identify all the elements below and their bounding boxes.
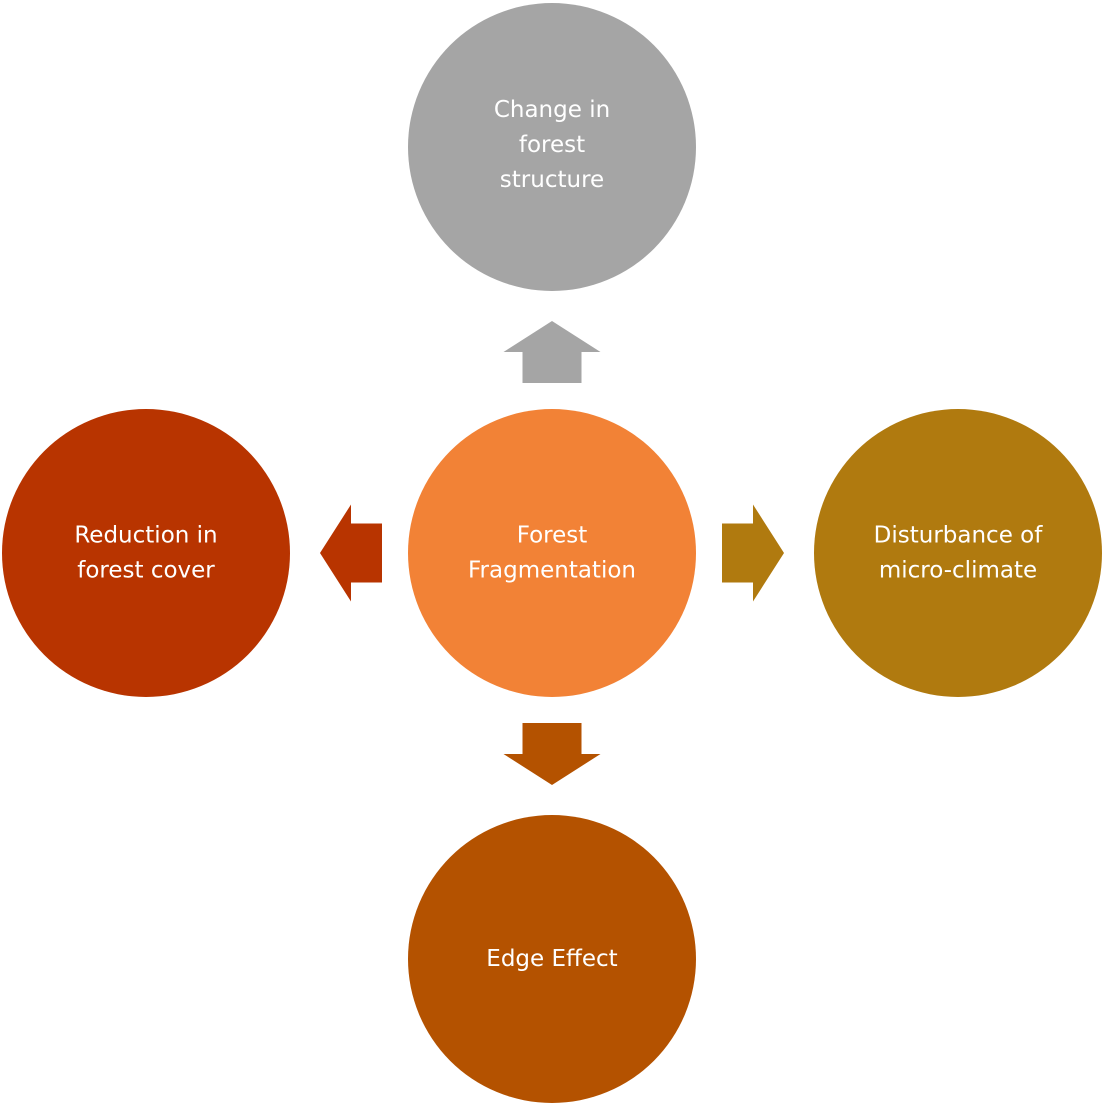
disturbance-of-micro-climate-node: Disturbance of micro-climate [814,409,1102,697]
arrow-down-icon [503,723,601,785]
arrow-right-icon [722,504,784,602]
edge-effect-circle [408,815,696,1103]
forest-fragmentation-circle [408,409,696,697]
arrow-up-icon [503,321,601,383]
edge-effect-label-line: Edge Effect [486,946,617,972]
change-in-forest-structure-label-line: Change in [494,97,610,123]
disturbance-of-micro-climate-label-line: micro-climate [879,558,1037,584]
change-in-forest-structure-label-line: forest [519,132,585,158]
change-in-forest-structure-circle [408,3,696,291]
disturbance-of-micro-climate-label-line: Disturbance of [874,523,1044,549]
change-in-forest-structure-node: Change in forest structure [408,3,696,291]
change-in-forest-structure-label-line: structure [500,167,604,193]
edge-effect-node: Edge Effect [408,815,696,1103]
forest-fragmentation-label-line: Forest [517,523,588,549]
reduction-in-forest-cover-node: Reduction in forest cover [2,409,290,697]
reduction-in-forest-cover-label-line: forest cover [77,558,215,584]
forest-fragmentation-label-line: Fragmentation [468,558,636,584]
disturbance-of-micro-climate-circle [814,409,1102,697]
reduction-in-forest-cover-circle [2,409,290,697]
arrow-left-icon [320,504,382,602]
reduction-in-forest-cover-label-line: Reduction in [74,523,217,549]
arrows [320,321,784,785]
